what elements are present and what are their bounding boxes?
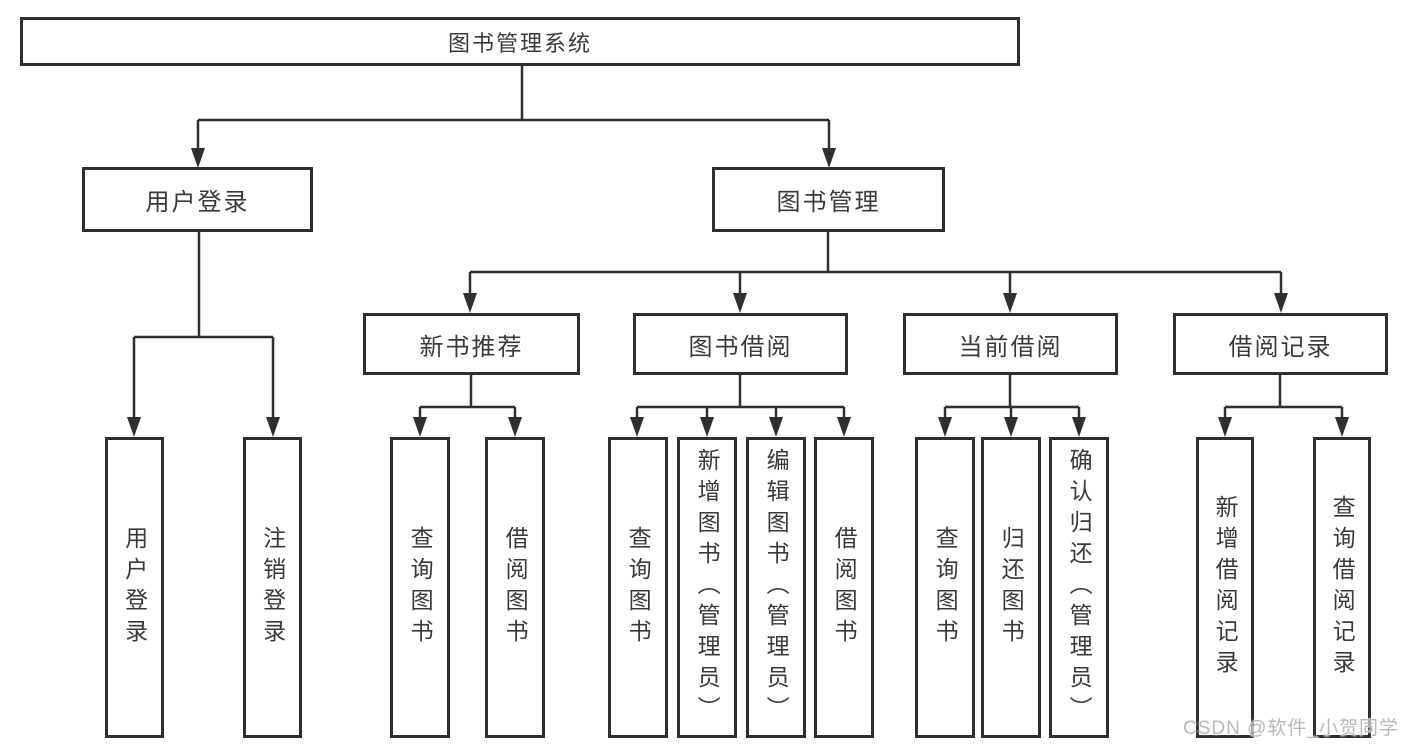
leaf-label: 查询图书: [932, 525, 959, 650]
leaf-label: 新增图书（管理员）: [694, 448, 721, 727]
leaf-current-confirm-return-admin: 确认归还（管理员）: [1049, 437, 1109, 738]
edge-records-to-leaves: [1218, 375, 1349, 437]
edge-root-to-level2: [191, 66, 836, 168]
arrowhead-icon: [508, 417, 522, 437]
leaf-records-add-record: 新增借阅记录: [1196, 437, 1254, 738]
arrowhead-icon: [1335, 417, 1349, 437]
arrowhead-icon: [630, 417, 644, 437]
node-library-system: 图书管理系统: [20, 17, 1020, 66]
node-user-login-branch: 用户登录: [82, 167, 313, 232]
leaf-label: 查询借阅记录: [1329, 494, 1356, 681]
node-current-borrow: 当前借阅: [903, 313, 1118, 375]
leaf-newrec-borrow-books: 借阅图书: [485, 437, 545, 738]
arrowhead-icon: [463, 293, 477, 313]
edge-current-to-leaves: [938, 375, 1086, 437]
edge-userlogin-to-leaves: [127, 232, 280, 437]
leaf-label: 借阅图书: [831, 525, 858, 650]
leaf-borrow-borrow-books: 借阅图书: [814, 437, 874, 738]
leaf-borrow-query-books: 查询图书: [608, 437, 668, 738]
leaf-label: 编辑图书（管理员）: [763, 448, 790, 727]
leaf-current-return-books: 归还图书: [981, 437, 1041, 738]
leaf-logout: 注销登录: [243, 437, 302, 738]
arrowhead-icon: [127, 417, 141, 437]
edge-borrow-to-leaves: [630, 375, 851, 437]
arrowhead-icon: [1003, 293, 1017, 313]
arrowhead-icon: [769, 417, 783, 437]
node-new-book-recommend: 新书推荐: [363, 313, 580, 375]
node-book-management: 图书管理: [712, 167, 945, 232]
leaf-label: 查询图书: [407, 525, 434, 650]
leaf-current-query-books: 查询图书: [915, 437, 975, 738]
arrowhead-icon: [1274, 293, 1288, 313]
leaf-newrec-query-books: 查询图书: [390, 437, 450, 738]
node-book-borrow: 图书借阅: [633, 313, 848, 375]
leaf-label: 注销登录: [259, 525, 286, 650]
arrowhead-icon: [733, 293, 747, 313]
arrowhead-icon: [700, 417, 714, 437]
leaf-label: 新增借阅记录: [1212, 494, 1239, 681]
arrowhead-icon: [938, 417, 952, 437]
edge-bookmgmt-to-level3: [463, 232, 1288, 313]
arrowhead-icon: [191, 148, 205, 168]
edge-newrec-to-leaves: [413, 375, 522, 437]
leaf-label: 归还图书: [998, 525, 1025, 650]
arrowhead-icon: [822, 148, 836, 168]
arrowhead-icon: [266, 417, 280, 437]
leaf-label: 用户登录: [121, 525, 148, 650]
arrowhead-icon: [1072, 417, 1086, 437]
node-borrow-records: 借阅记录: [1173, 313, 1388, 375]
arrowhead-icon: [413, 417, 427, 437]
leaf-label: 确认归还（管理员）: [1066, 448, 1093, 727]
arrowhead-icon: [837, 417, 851, 437]
arrowhead-icon: [1218, 417, 1232, 437]
csdn-watermark: CSDN @软件_小贺同学: [1183, 718, 1399, 739]
leaf-records-query-record: 查询借阅记录: [1313, 437, 1371, 738]
leaf-label: 借阅图书: [502, 525, 529, 650]
leaf-label: 查询图书: [625, 525, 652, 650]
arrowhead-icon: [1004, 417, 1018, 437]
leaf-borrow-add-books-admin: 新增图书（管理员）: [677, 437, 737, 738]
leaf-user-login: 用户登录: [105, 437, 164, 738]
leaf-borrow-edit-books-admin: 编辑图书（管理员）: [746, 437, 806, 738]
